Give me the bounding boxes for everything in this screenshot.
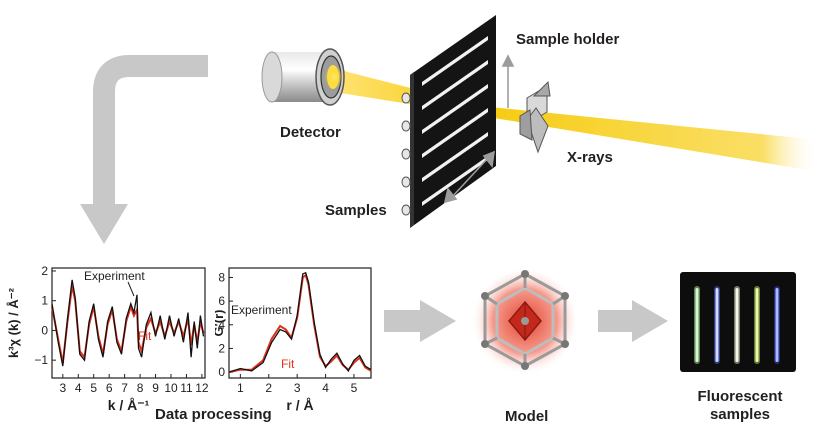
sample-slot <box>422 36 488 86</box>
y-tick-label: 6 <box>218 294 225 308</box>
sample-tube <box>775 288 779 362</box>
sample-slot <box>422 132 488 182</box>
x-tick-label: 6 <box>106 381 113 395</box>
sample-tube <box>715 288 719 362</box>
annotation-fit: Fit <box>138 329 152 343</box>
sample-slot <box>422 84 488 134</box>
annotation-leader <box>127 281 135 297</box>
y-tick-label: 0 <box>218 365 225 379</box>
sample-knob <box>401 176 411 188</box>
xrays-label: X-rays <box>567 149 613 166</box>
series-line-experiment <box>51 279 205 367</box>
x-tick-label: 12 <box>195 381 209 395</box>
x-tick-label: 1 <box>237 381 244 395</box>
y-tick-label: 1 <box>41 294 48 308</box>
x-tick-label: 11 <box>180 381 193 395</box>
x-tick-label: 2 <box>265 381 272 395</box>
sample-knob <box>401 148 411 160</box>
detector-cylinder <box>261 48 345 106</box>
sample-slot <box>422 60 488 110</box>
data-processing-label: Data processing <box>155 406 272 423</box>
fluorescent-samples-photo <box>680 272 796 372</box>
sample-tube <box>695 288 699 362</box>
flow-arrow-down <box>93 55 208 206</box>
sample-knob <box>401 204 411 216</box>
series-line-experiment <box>228 271 372 373</box>
x-axis-label: k / Å⁻¹ <box>108 397 150 413</box>
x-tick-label: 4 <box>75 381 82 395</box>
y-axis-label: k³χ (k) / Å⁻² <box>6 287 21 358</box>
y-tick-label: 0 <box>41 323 48 337</box>
xray-beam-right <box>440 102 820 172</box>
sample-holder-label: Sample holder <box>516 31 620 48</box>
sample-tube <box>755 288 759 362</box>
detector-label: Detector <box>280 124 341 141</box>
x-tick-label: 8 <box>137 381 144 395</box>
y-tick-label: 4 <box>218 318 225 332</box>
chart-frame <box>51 267 206 379</box>
holder-motion-arrows <box>443 54 515 204</box>
x-tick-label: 7 <box>121 381 128 395</box>
y-tick-label: 2 <box>218 341 225 355</box>
x-tick-label: 4 <box>322 381 329 395</box>
annotation-experiment: Experiment <box>84 269 145 283</box>
sample-knob <box>401 120 411 132</box>
sample-slot <box>422 156 488 206</box>
x-tick-label: 5 <box>351 381 358 395</box>
flow-arrow-down-head <box>80 204 128 244</box>
sample-knob <box>401 92 411 104</box>
chart-frame <box>228 267 372 379</box>
x-tick-label: 3 <box>294 381 301 395</box>
model-label: Model <box>505 408 549 425</box>
sample-tube <box>735 288 739 362</box>
series-line-fit <box>228 273 372 374</box>
x-tick-label: 5 <box>90 381 97 395</box>
samples-label: Samples <box>325 202 387 219</box>
x-tick-label: 9 <box>152 381 159 395</box>
fluorescent-samples-label: Fluorescent samples <box>697 388 783 423</box>
x-tick-label: 3 <box>59 381 66 395</box>
annotation-fit: Fit <box>281 357 295 371</box>
x-tick-label: 10 <box>164 381 178 395</box>
sample-slot <box>422 108 488 158</box>
y-tick-label: 8 <box>218 270 225 284</box>
model-structure <box>471 267 579 375</box>
annotation-experiment: Experiment <box>231 303 292 317</box>
x-axis-label: r / Å <box>286 397 313 413</box>
sample-holder-plate <box>401 15 496 228</box>
y-tick-label: 2 <box>41 264 48 278</box>
y-axis-label: G′(r) <box>215 310 226 337</box>
xray-slits <box>519 80 551 154</box>
y-tick-label: −1 <box>34 353 48 367</box>
